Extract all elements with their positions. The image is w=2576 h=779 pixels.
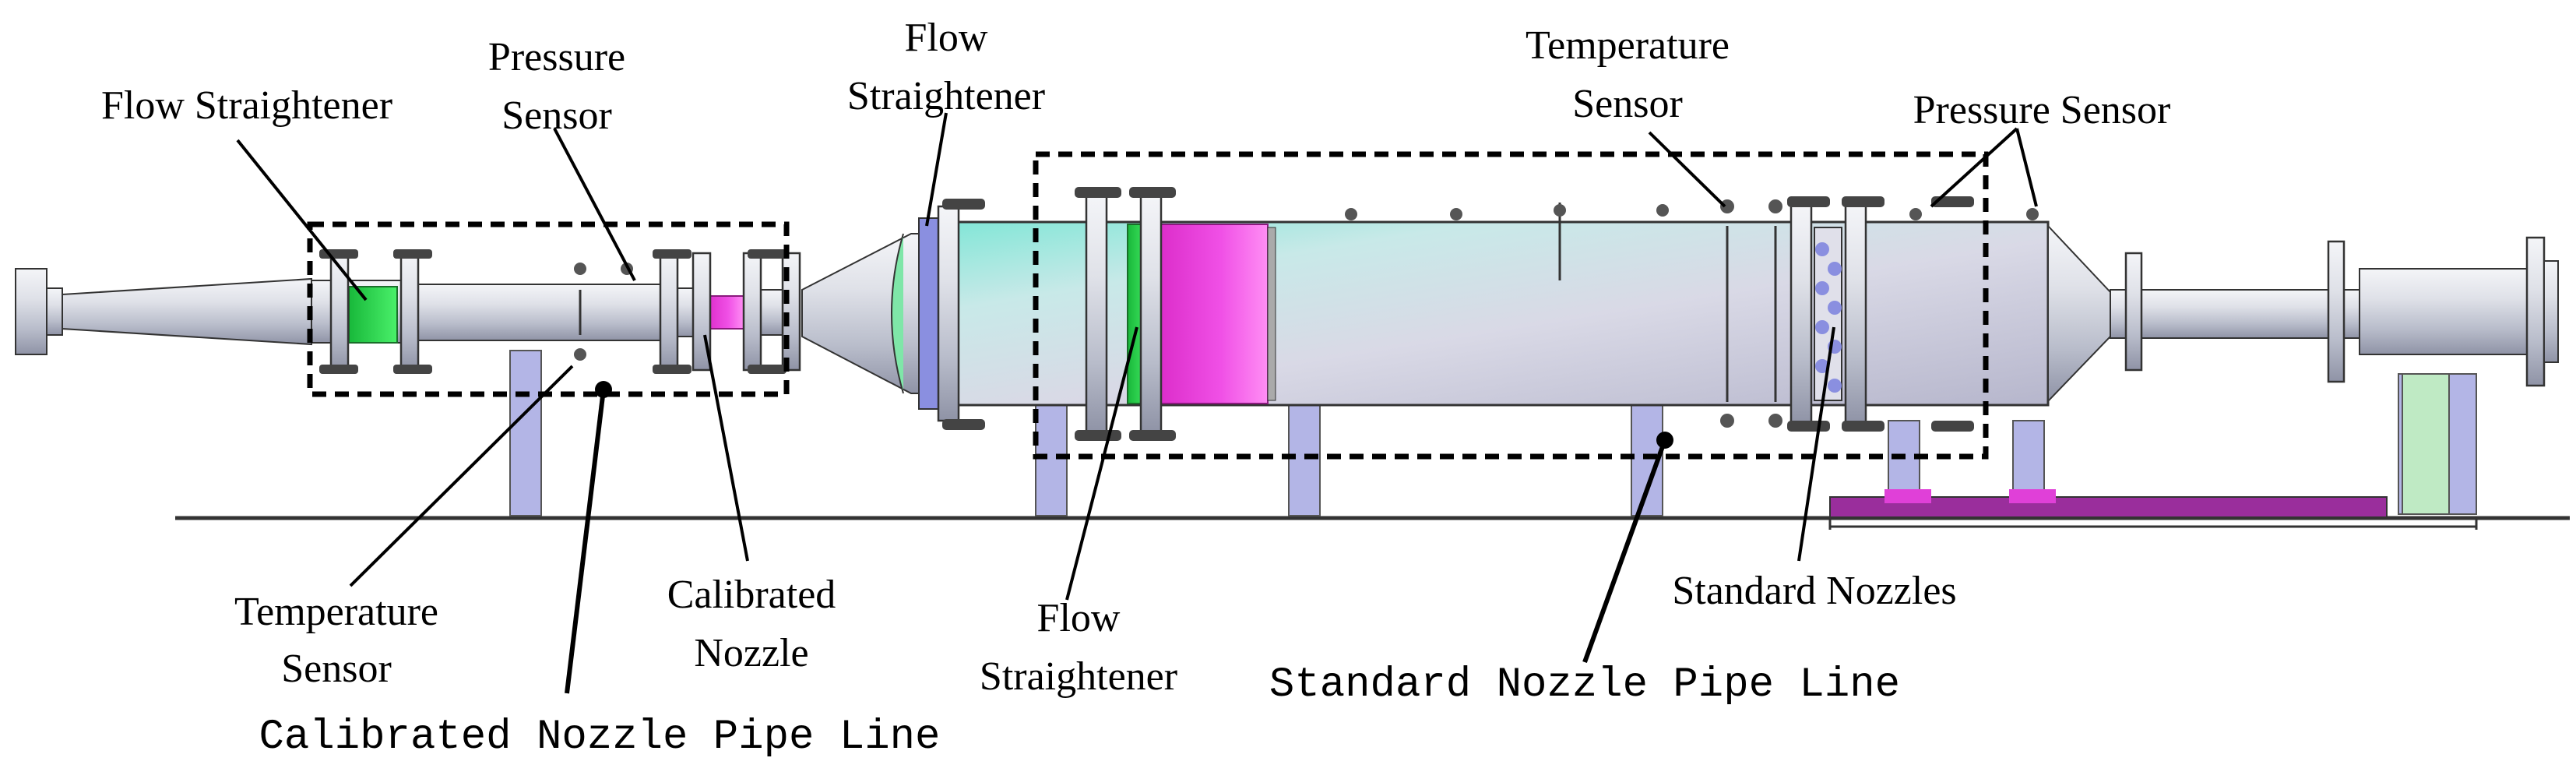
expansion-cone (801, 233, 927, 394)
label-pressure-sensor-1-line2: Sensor (501, 93, 612, 138)
label-calibrated-nozzle-pipe-line: Calibrated Nozzle Pipe Line (259, 714, 941, 761)
flow-straightener-1-body (348, 286, 398, 344)
label-temperature-sensor-top: Temperature (1526, 23, 1730, 68)
label-pressure-sensor-1: Pressure (488, 35, 625, 79)
calibrated-line-box (307, 221, 790, 397)
label-standard-nozzle-pipe-line: Standard Nozzle Pipe Line (1269, 661, 1900, 709)
label-temperature-sensor-bottom-line2: Sensor (281, 647, 392, 691)
label-calibrated-nozzle: Calibrated (667, 573, 836, 617)
leader-lines (236, 112, 2038, 694)
outlet-pipe (2047, 224, 2559, 404)
labels: Flow Straightener Pressure Sensor Flow S… (101, 16, 2170, 761)
label-flow-straightener-2: Flow (905, 16, 988, 60)
label-temperature-sensor-bottom: Temperature (234, 590, 438, 634)
magenta-chamber (1150, 224, 1269, 404)
label-temperature-sensor-top-line2: Sensor (1572, 82, 1683, 126)
label-flow-straightener-3-line2: Straightener (980, 654, 1177, 699)
calibrated-flanges (319, 249, 801, 374)
label-pressure-sensor-2: Pressure Sensor (1913, 88, 2171, 132)
calibrated-pipe (311, 280, 787, 344)
base-platform (1828, 489, 2478, 530)
label-flow-straightener-1: Flow Straightener (101, 83, 392, 128)
standard-line-box (1033, 151, 1989, 460)
label-calibrated-nozzle-line2: Nozzle (694, 631, 808, 675)
inlet-cone (15, 268, 312, 355)
label-flow-straightener-2-line2: Straightener (847, 74, 1045, 118)
label-flow-straightener-3: Flow (1037, 596, 1121, 640)
main-flanges (937, 187, 2039, 441)
label-standard-nozzles: Standard Nozzles (1672, 569, 1956, 613)
support-stands (509, 350, 2477, 516)
